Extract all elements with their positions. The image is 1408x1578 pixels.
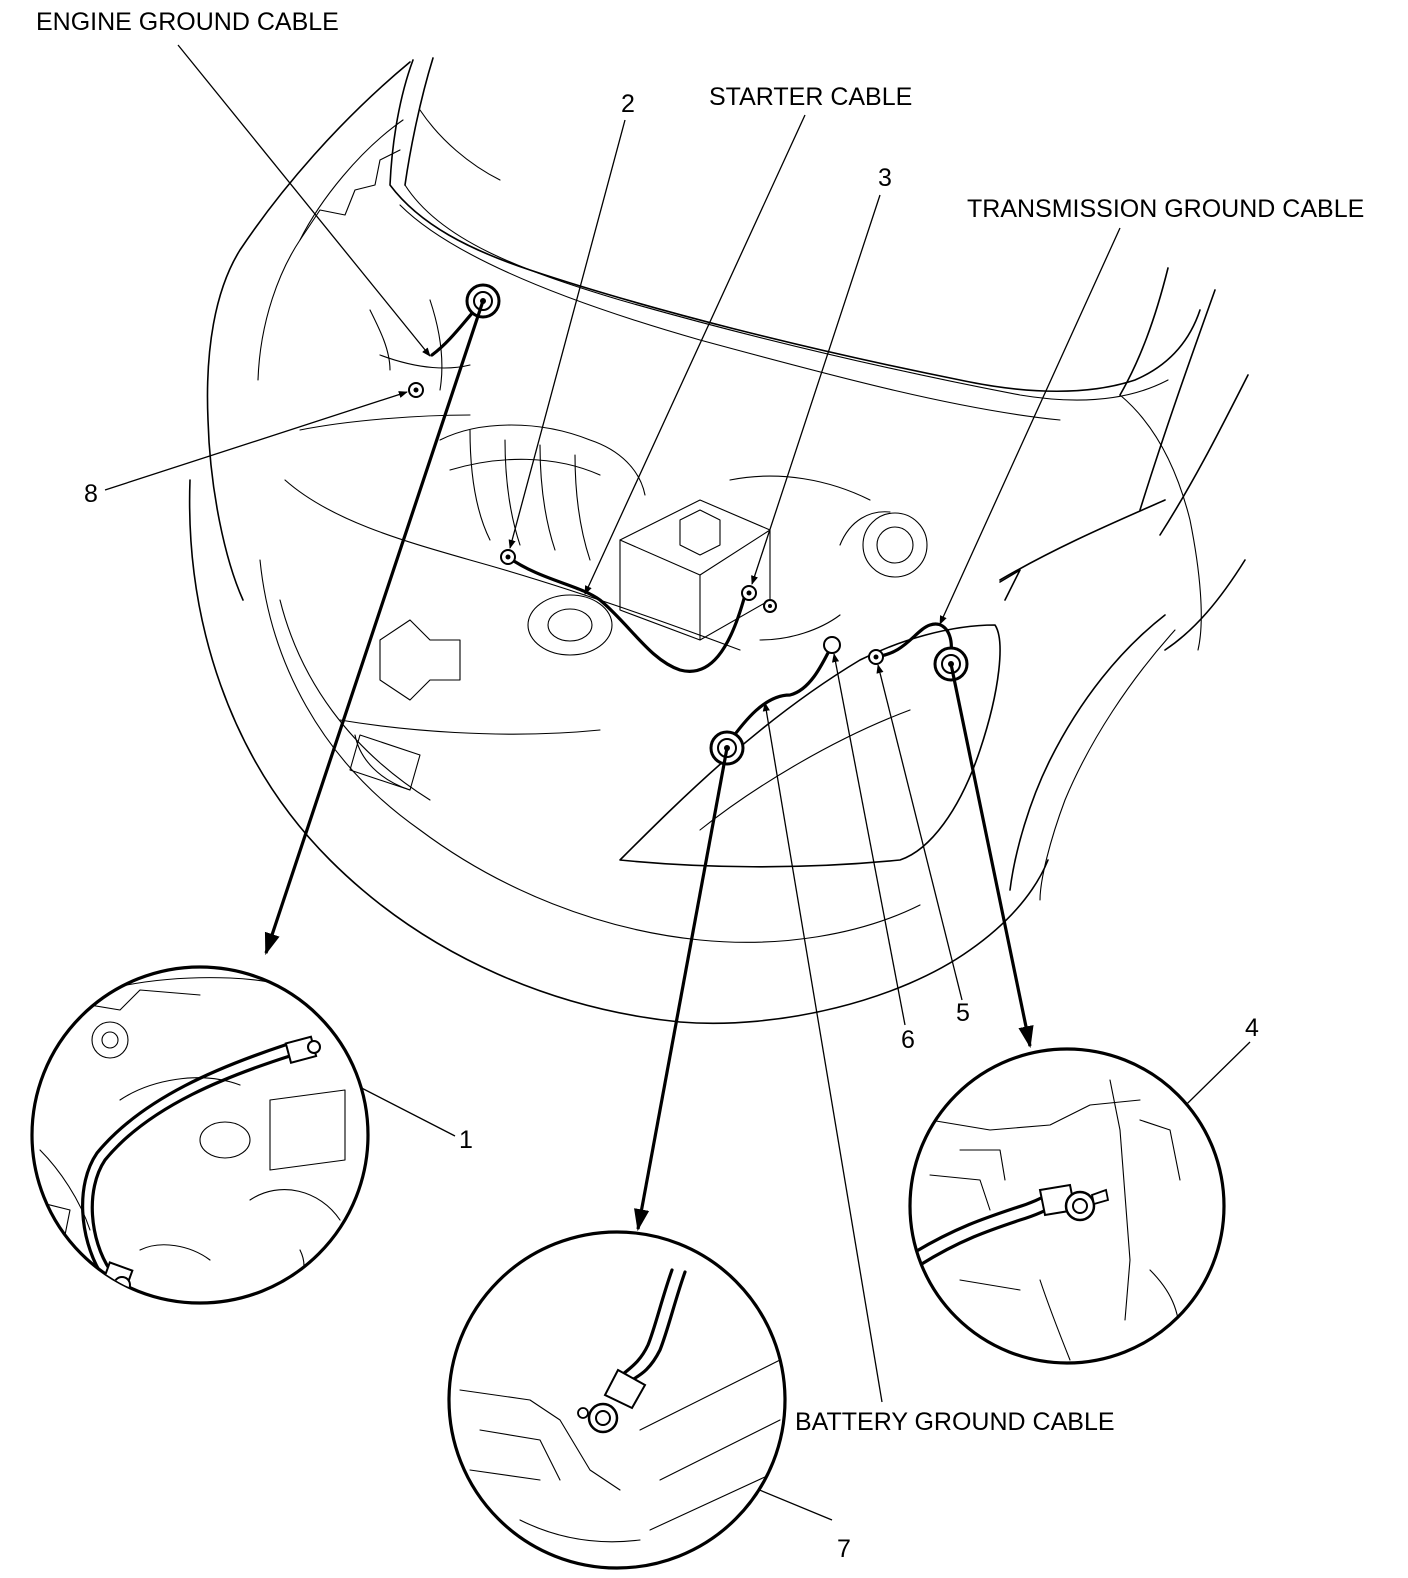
- label-battery-ground-cable: BATTERY GROUND CABLE: [795, 1408, 1115, 1436]
- index-number-5: 5: [956, 999, 970, 1027]
- index-numbers: 2 3 8 5 6 4 1 7: [84, 90, 1259, 1563]
- bolt-markers: [408, 283, 969, 766]
- starter-cable: [506, 555, 747, 673]
- bolt-5: [868, 649, 884, 665]
- index-number-7: 7: [837, 1535, 851, 1563]
- bolt-2: [500, 549, 516, 565]
- index-number-2: 2: [621, 90, 635, 118]
- vehicle-front-outline: [188, 57, 1249, 1025]
- cables: [430, 299, 953, 747]
- bolt-8: [408, 382, 424, 398]
- label-transmission-ground-cable: TRANSMISSION GROUND CABLE: [967, 195, 1364, 223]
- index-number-1: 1: [459, 1126, 473, 1154]
- label-starter-cable: STARTER CABLE: [709, 83, 912, 111]
- detail-view-transmission-ground: [908, 1047, 1226, 1365]
- label-engine-ground-cable: ENGINE GROUND CABLE: [36, 8, 339, 36]
- bolt-6: [823, 636, 841, 654]
- index-number-3: 3: [878, 164, 892, 192]
- engine-components: [339, 299, 1001, 868]
- index-number-8: 8: [84, 480, 98, 508]
- transmission-ground-cable: [871, 622, 953, 662]
- detail-view-battery-ground: [447, 1230, 787, 1570]
- detail-arrows: [264, 300, 1034, 1232]
- bolt-3: [741, 585, 777, 613]
- battery-ground-cable: [725, 643, 834, 747]
- index-number-4: 4: [1245, 1014, 1259, 1042]
- detail-view-engine-ground: [30, 965, 370, 1305]
- index-number-6: 6: [901, 1026, 915, 1054]
- callout-labels: ENGINE GROUND CABLE STARTER CABLE TRANSM…: [36, 8, 1364, 1436]
